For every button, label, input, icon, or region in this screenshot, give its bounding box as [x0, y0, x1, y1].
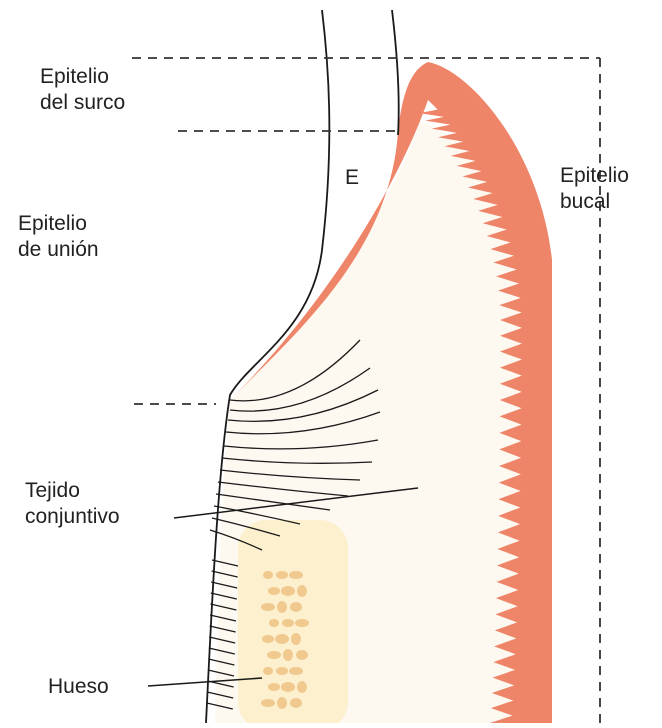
bone-label: Hueso — [48, 674, 109, 700]
label-line: conjuntivo — [25, 504, 120, 530]
trabecula — [297, 681, 307, 693]
trabecula — [261, 699, 275, 707]
trabecula — [281, 682, 295, 692]
label-line: Epitelio — [18, 211, 99, 237]
alveolar-bone — [238, 520, 348, 723]
trabecula — [263, 571, 273, 579]
trabecula — [295, 619, 309, 627]
sulcular-epithelium-label: Epitelio del surco — [40, 64, 125, 116]
label-line: de unión — [18, 237, 99, 263]
label-line: del surco — [40, 90, 125, 116]
trabecula — [296, 650, 308, 660]
trabecula — [282, 619, 294, 627]
enamel-label: E — [345, 165, 359, 191]
trabecula — [277, 601, 287, 613]
trabecula — [281, 586, 295, 596]
connective-tissue-label: Tejido conjuntivo — [25, 478, 120, 530]
label-line: Epitelio — [560, 163, 629, 189]
trabecula — [290, 602, 302, 612]
trabecula — [269, 619, 279, 627]
trabecula — [268, 683, 280, 691]
trabecula — [277, 697, 287, 709]
trabecula — [289, 571, 303, 579]
label-line: Tejido — [25, 478, 120, 504]
trabecula — [263, 667, 273, 675]
trabecula — [268, 587, 280, 595]
label-line: Epitelio — [40, 64, 125, 90]
trabecula — [262, 635, 274, 643]
bone-text: Hueso — [48, 675, 109, 698]
trabecula — [276, 667, 288, 675]
trabecula — [267, 651, 281, 659]
label-line: bucal — [560, 189, 629, 215]
trabecula — [289, 667, 303, 675]
enamel-text: E — [345, 166, 359, 189]
trabecula — [290, 698, 302, 708]
oral-epithelium-label: Epitelio bucal — [560, 163, 629, 215]
trabecula — [283, 649, 293, 661]
junctional-epithelium-label: Epitelio de unión — [18, 211, 99, 263]
trabecula — [275, 634, 289, 644]
trabecula — [291, 633, 301, 645]
trabecula — [261, 603, 275, 611]
trabecula — [297, 585, 307, 597]
enamel-inner-line — [392, 10, 399, 135]
trabecula — [276, 571, 288, 579]
